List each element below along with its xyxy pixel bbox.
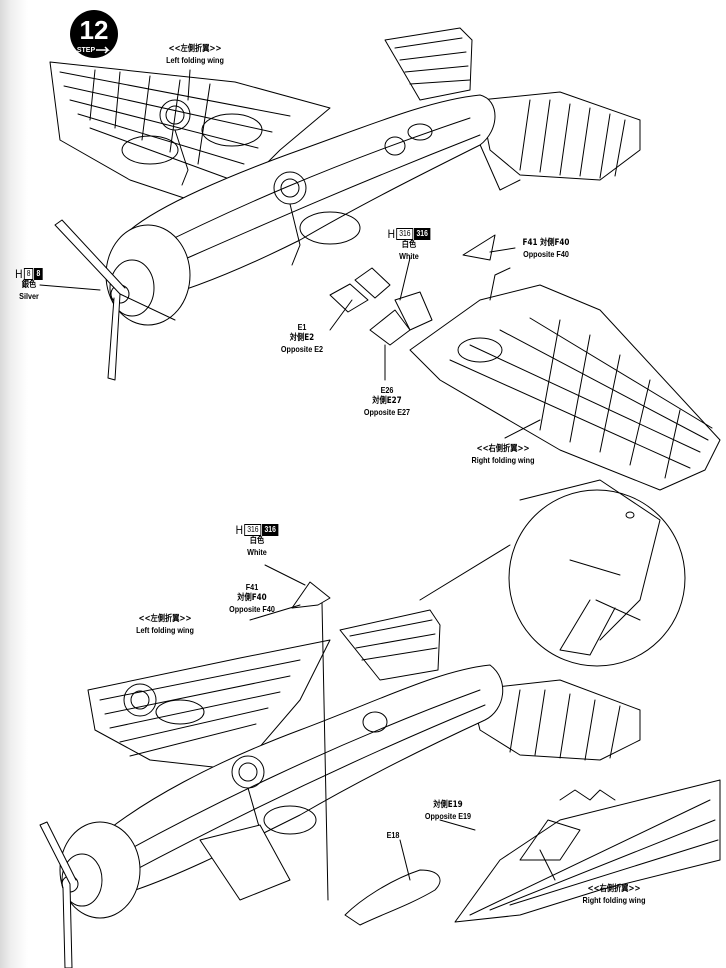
bottom-part-e19-label: 対側E19 Opposite E19 [424, 800, 472, 821]
top-part-f41-label: F41 対側F40 Opposite F40 [522, 238, 570, 259]
bottom-aircraft-illustration [39, 564, 721, 968]
bottom-part-f41-label: F41 対側F40 Opposite F40 [229, 582, 275, 614]
detail-callout-circle [419, 479, 686, 667]
top-white-paint-callout: H 316 316 白色 White [372, 228, 445, 262]
step-label: STEP [77, 47, 96, 54]
step-badge: 12 STEP [68, 8, 120, 60]
bottom-left-folding-wing-label: <<左側折翼>> Left folding wing [136, 614, 194, 635]
top-aircraft-illustration [39, 27, 721, 491]
top-left-folding-wing-label: <<左側折翼>> Left folding wing [166, 44, 224, 65]
top-silver-paint-callout: H 8 8 銀色 Silver [8, 268, 51, 302]
top-part-e26-label: E26 対側E27 Opposite E27 [363, 385, 411, 417]
page-binding-shadow [0, 0, 28, 968]
bottom-white-paint-callout: H 316 316 白色 White [236, 524, 279, 558]
bottom-part-e18-label: E18 [386, 830, 400, 840]
top-right-folding-wing-label: <<右側折翼>> Right folding wing [471, 444, 535, 465]
top-part-e1-label: E1 対側E2 Opposite E2 [280, 322, 324, 354]
bottom-right-folding-wing-label: <<右側折翼>> Right folding wing [582, 884, 646, 905]
step-number: 12 [80, 15, 109, 45]
